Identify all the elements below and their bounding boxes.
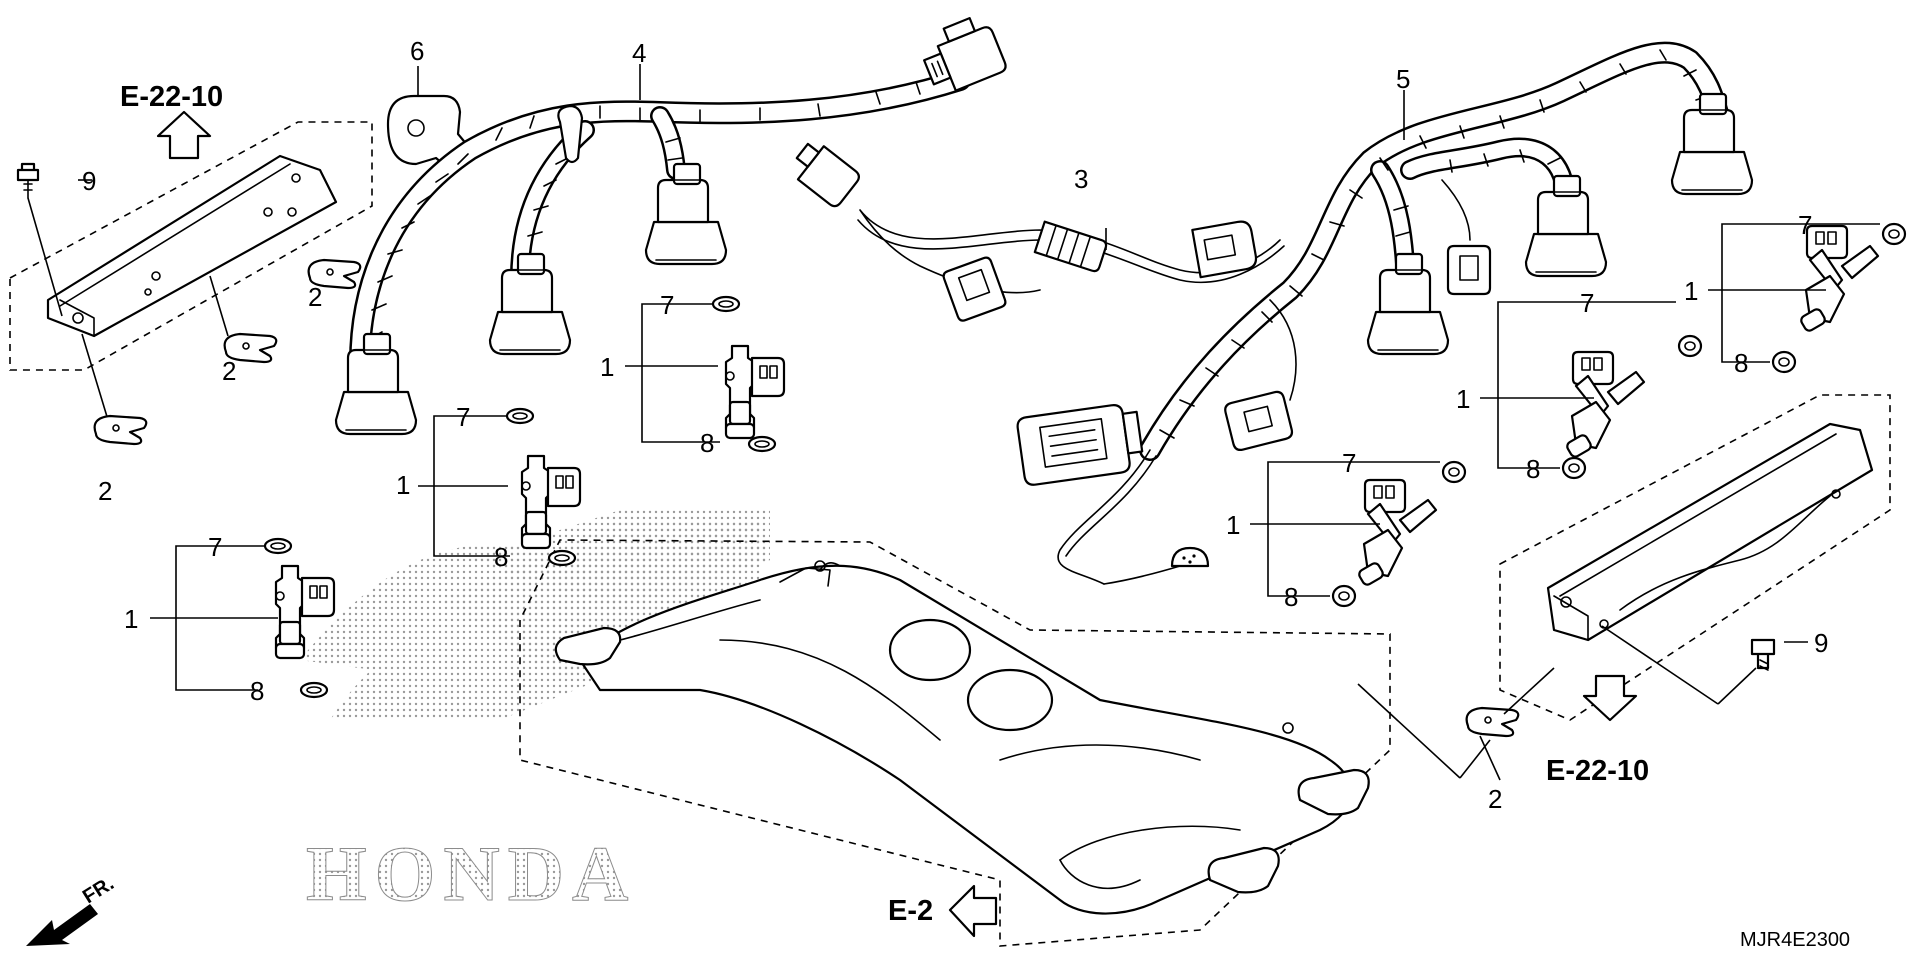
sub-harness — [795, 142, 1285, 322]
callout-1-l1: 1 — [124, 604, 138, 634]
callout-9-l: 9 — [82, 166, 96, 196]
callout-8-l2: 8 — [494, 542, 508, 572]
oring-lower-l2 — [547, 549, 577, 567]
injector-r1 — [1356, 478, 1438, 588]
harness-left — [334, 17, 1007, 436]
ref-right: E-22-10 — [1546, 674, 1649, 787]
ref-label-left: E-22-10 — [120, 81, 223, 113]
intake-manifold — [554, 560, 1370, 915]
callout-8-r2: 8 — [1526, 454, 1540, 484]
ground-terminal — [1103, 546, 1210, 585]
callout-2-d: 2 — [1488, 784, 1502, 814]
callout-1-r1: 1 — [1226, 510, 1240, 540]
bolt-right — [1750, 638, 1776, 671]
ref-left: E-22-10 — [120, 81, 223, 160]
right-rail-outline — [1499, 394, 1891, 721]
oring-upper-l3 — [711, 295, 741, 313]
oring-lower-l1 — [299, 681, 329, 699]
oring-upper-l1 — [263, 537, 293, 555]
callout-labels: 1 7 8 1 7 8 1 7 8 1 7 8 1 7 8 1 7 8 2 2 … — [82, 36, 1828, 814]
callout-9-r: 9 — [1814, 628, 1828, 658]
clip-left-3 — [93, 414, 148, 446]
callout-1-l3: 1 — [600, 352, 614, 382]
injector-l3 — [724, 344, 786, 440]
callout-7-r1: 7 — [1342, 448, 1356, 478]
callout-7-r3: 7 — [1798, 210, 1812, 240]
front-arrow-icon — [26, 904, 98, 946]
front-direction: FR. — [26, 873, 118, 946]
injector-r3 — [1798, 224, 1880, 334]
fuel-rail-right — [1546, 422, 1874, 642]
callout-7-l3: 7 — [660, 290, 674, 320]
oring-upper-r1 — [1441, 460, 1467, 484]
oring-lower-r2 — [1561, 456, 1587, 480]
harness-holder — [386, 94, 470, 172]
ref-intake: E-2 — [888, 884, 998, 938]
ref-label-intake: E-2 — [888, 895, 933, 927]
callout-8-r3: 8 — [1734, 348, 1748, 378]
oring-lower-r3 — [1771, 350, 1797, 374]
callout-2-c: 2 — [98, 476, 112, 506]
harness-right — [1016, 41, 1754, 585]
arrow-up-icon — [156, 110, 212, 160]
callout-2-a: 2 — [308, 282, 322, 312]
oring-lower-r1 — [1331, 584, 1357, 608]
callout-2-b: 2 — [222, 356, 236, 386]
honda-watermark: HONDA — [300, 510, 770, 918]
callout-1-r2: 1 — [1456, 384, 1470, 414]
callout-6: 6 — [410, 36, 424, 66]
callout-leaders — [78, 64, 1880, 691]
arrow-left-icon — [948, 884, 998, 938]
callout-8-l1: 8 — [250, 676, 264, 706]
callout-5: 5 — [1396, 64, 1410, 94]
callout-1-l2: 1 — [396, 470, 410, 500]
bolt-left — [16, 162, 40, 199]
oring-upper-r3 — [1881, 222, 1907, 246]
ref-label-right: E-22-10 — [1546, 755, 1649, 787]
callout-8-l3: 8 — [700, 428, 714, 458]
oring-upper-l2 — [505, 407, 535, 425]
callout-7-r2: 7 — [1580, 288, 1594, 318]
injector-r2 — [1564, 350, 1646, 460]
callout-7-l1: 7 — [208, 532, 222, 562]
callout-4: 4 — [632, 38, 646, 68]
honda-wordmark: HONDA — [306, 830, 636, 917]
callout-7-l2: 7 — [456, 402, 470, 432]
oring-lower-l3 — [747, 435, 777, 453]
left-rail-outline — [9, 121, 373, 371]
clip-right — [1465, 706, 1520, 738]
callout-1-r3: 1 — [1684, 276, 1698, 306]
diagram-code: MJR4E2300 — [1740, 929, 1850, 951]
front-label: FR. — [79, 873, 118, 909]
callout-8-r1: 8 — [1284, 582, 1298, 612]
callout-3: 3 — [1074, 164, 1088, 194]
oring-upper-r2 — [1677, 334, 1703, 358]
fuel-rail-left — [46, 154, 338, 338]
arrow-down-icon — [1582, 674, 1638, 722]
